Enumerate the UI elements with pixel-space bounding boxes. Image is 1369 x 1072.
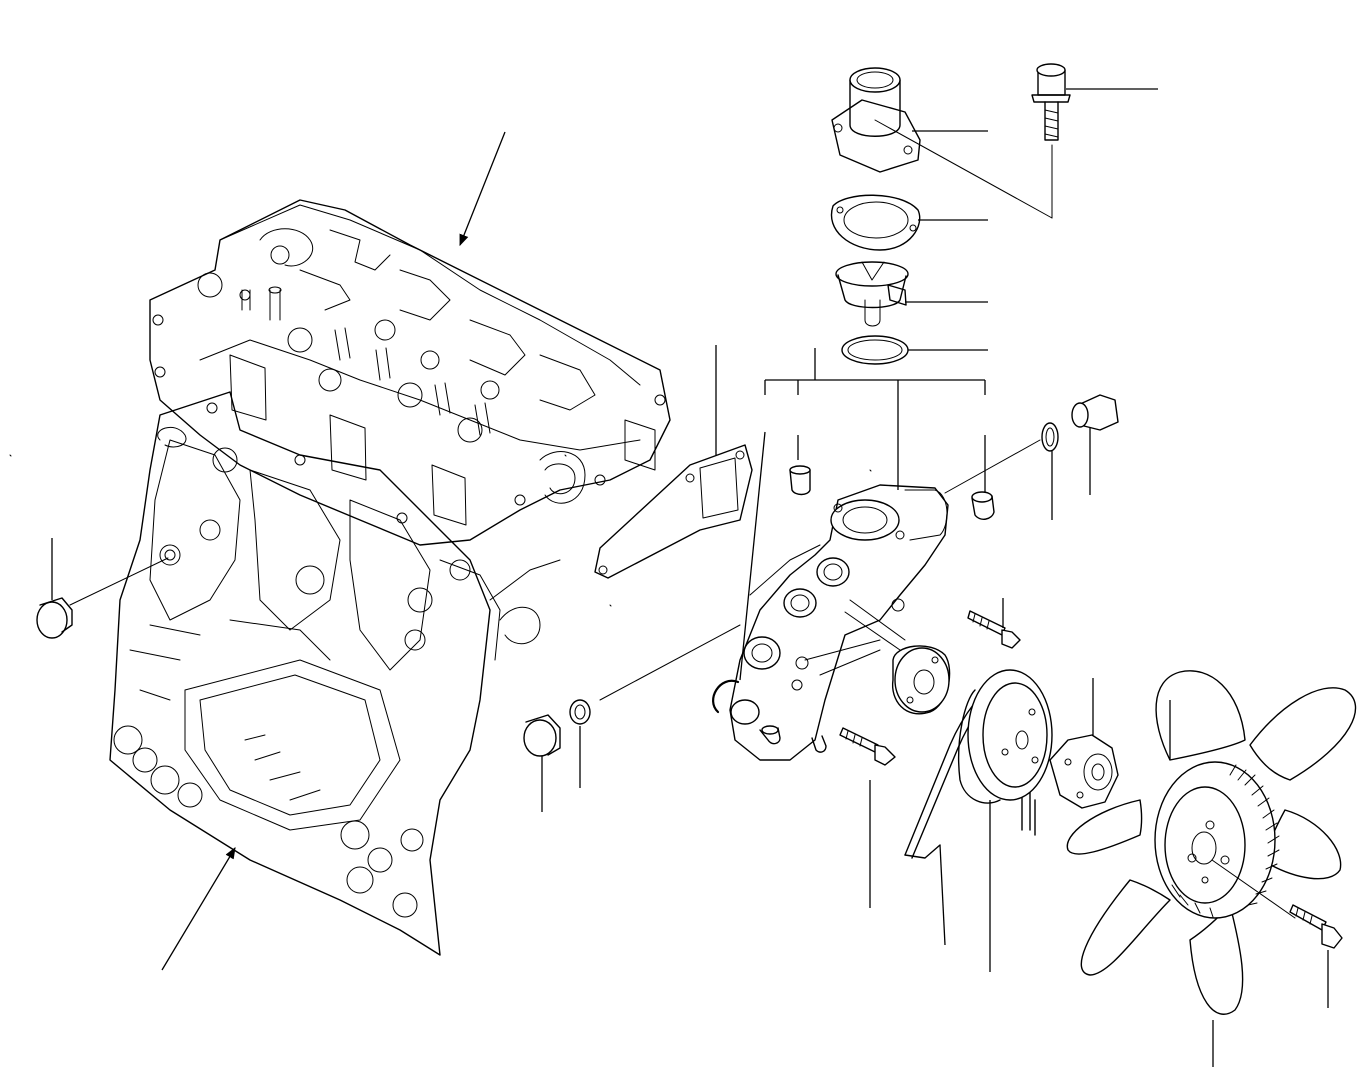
fan-spacer <box>1049 678 1119 809</box>
drain-plug-washer <box>569 624 741 788</box>
pump-cap <box>789 465 811 496</box>
thermostat-gasket <box>830 194 988 251</box>
head-pointer-arrow <box>459 131 506 247</box>
fan-pulley <box>957 669 1053 972</box>
cylinder-head <box>149 199 671 546</box>
thermostat-o-ring <box>841 335 988 365</box>
oil-plug-hole <box>159 544 181 566</box>
water-pump-gasket <box>594 345 753 579</box>
hose-clip <box>712 679 740 714</box>
pump-bolt-lower <box>839 727 896 908</box>
stray-marks <box>9 454 872 607</box>
drain-plug-left <box>36 538 169 639</box>
drain-plug-lower <box>523 714 561 812</box>
cooling-fan <box>1066 670 1357 1067</box>
thermostat-cover <box>831 67 1053 219</box>
cover-bolt-top <box>1031 63 1158 219</box>
hose-fitting-small <box>944 439 1041 520</box>
pump-bolt-upper <box>967 598 1021 649</box>
fan-bolt <box>1289 904 1343 1008</box>
block-pointer-arrow <box>161 846 236 971</box>
assembly-bracket <box>739 348 986 681</box>
water-pump-body <box>729 484 951 761</box>
plug-washer-right <box>1041 422 1059 520</box>
cylinder-block <box>109 391 561 956</box>
plug-right <box>1071 394 1119 495</box>
thermostat <box>835 261 988 327</box>
